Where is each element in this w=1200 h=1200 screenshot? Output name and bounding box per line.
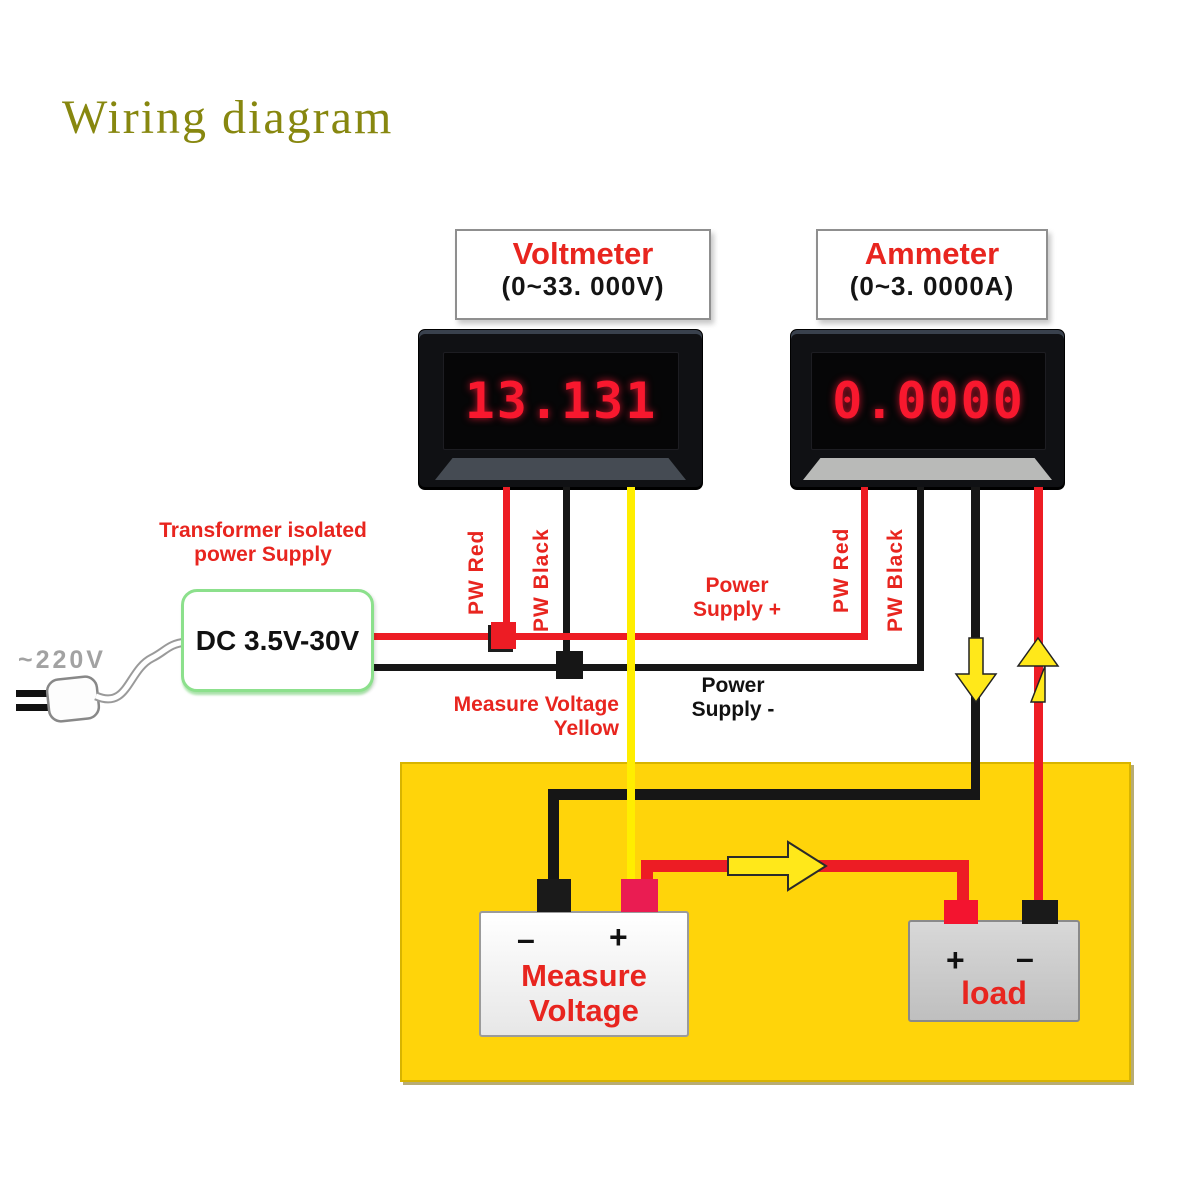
battery-positive-terminal [621, 879, 658, 912]
ammeter-reading: 0.0000 [832, 372, 1025, 430]
power-supply-minus-wire [366, 664, 924, 671]
ammeter-bezel [803, 458, 1052, 480]
power-supply-plus-line2: Supply + [692, 597, 782, 621]
battery-label-line2: Voltage [529, 992, 639, 1028]
ammeter-power-black-wire [917, 487, 924, 668]
power-supply-minus-line1: Power [701, 674, 765, 697]
voltmeter-module: 13.131 [418, 329, 703, 490]
voltmeter-pw-red-label: PW Red [465, 529, 488, 615]
measure-voltage-battery: – + Measure Voltage [479, 911, 689, 1037]
measure-yellow-line1: Measure Voltage [453, 693, 619, 716]
voltmeter-pw-black-label: PW Black [530, 528, 553, 632]
voltmeter-power-red-wire [503, 487, 510, 640]
voltmeter-name: Voltmeter [512, 236, 654, 271]
load-positive-terminal [944, 900, 978, 924]
voltmeter-range: (0~33. 000V) [501, 270, 665, 301]
voltmeter-bezel [435, 458, 686, 480]
measure-voltage-yellow-label: Measure Voltage Yellow [437, 693, 619, 740]
dc-output-label: DC 3.5V-30V [195, 624, 360, 656]
power-supply-minus-line2: Supply - [691, 697, 775, 721]
transformer-label-line2: power Supply [194, 542, 332, 566]
voltmeter-reading: 13.131 [464, 372, 658, 430]
dc-power-supply-box: DC 3.5V-30V [181, 589, 374, 692]
ammeter-pw-red-label: PW Red [830, 527, 853, 613]
power-supply-plus-line1: Power [705, 574, 769, 597]
current-flow-down-arrow [954, 637, 998, 704]
voltmeter-power-black-wire [563, 487, 570, 671]
load-device: + – load [908, 920, 1080, 1022]
battery-label-line1: Measure [521, 958, 647, 993]
measure-yellow-line2: Yellow [553, 716, 619, 740]
load-minus-sign: – [1016, 940, 1034, 976]
current-flow-up-arrow [1016, 636, 1060, 703]
battery-plus-sign: + [609, 919, 628, 955]
current-flow-right-arrow [727, 840, 828, 892]
ammeter-power-red-wire [861, 487, 868, 637]
ammeter-module: 0.0000 [790, 329, 1065, 490]
black-junction-block [556, 651, 583, 679]
ammeter-caption-box: Ammeter (0~3. 0000A) [816, 229, 1048, 320]
mains-plug-icon [16, 637, 187, 723]
load-label: load [961, 975, 1027, 1011]
ammeter-display: 0.0000 [811, 352, 1046, 450]
battery-black-wire-horizontal [549, 789, 980, 800]
voltmeter-measure-yellow-wire [627, 487, 635, 885]
voltmeter-display: 13.131 [443, 352, 679, 450]
ammeter-range: (0~3. 0000A) [849, 270, 1015, 301]
ammeter-name: Ammeter [864, 236, 1000, 271]
page-title: Wiring diagram [62, 91, 394, 144]
transformer-label: Transformer isolated power Supply [150, 519, 376, 566]
mains-voltage-label: ~220V [18, 646, 106, 674]
load-plus-sign: + [946, 942, 965, 978]
power-supply-plus-label: Power Supply + [676, 574, 798, 621]
load-negative-terminal [1022, 900, 1058, 924]
load-red-wire-drop [957, 860, 969, 905]
transformer-label-line1: Transformer isolated [159, 519, 367, 542]
battery-negative-terminal [537, 879, 571, 912]
power-supply-plus-wire [366, 633, 868, 640]
battery-black-wire-vertical [548, 789, 559, 884]
battery-minus-sign: – [517, 921, 535, 957]
voltmeter-caption-box: Voltmeter (0~33. 000V) [455, 229, 711, 320]
power-supply-minus-label: Power Supply - [672, 674, 794, 721]
red-junction-block [491, 622, 516, 649]
battery-label: Measure Voltage [481, 958, 687, 1028]
ammeter-pw-black-label: PW Black [884, 528, 907, 632]
